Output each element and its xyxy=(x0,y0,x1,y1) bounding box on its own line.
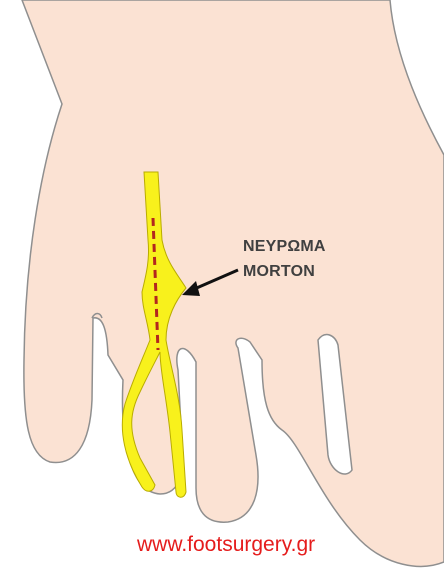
neuroma-label: ΝΕΥΡΩΜΑ MORTON xyxy=(243,234,326,284)
neuroma-label-line2: MORTON xyxy=(243,259,326,284)
foot-outline xyxy=(22,0,444,566)
website-watermark: www.footsurgery.gr xyxy=(137,533,315,557)
neuroma-label-line1: ΝΕΥΡΩΜΑ xyxy=(243,234,326,259)
